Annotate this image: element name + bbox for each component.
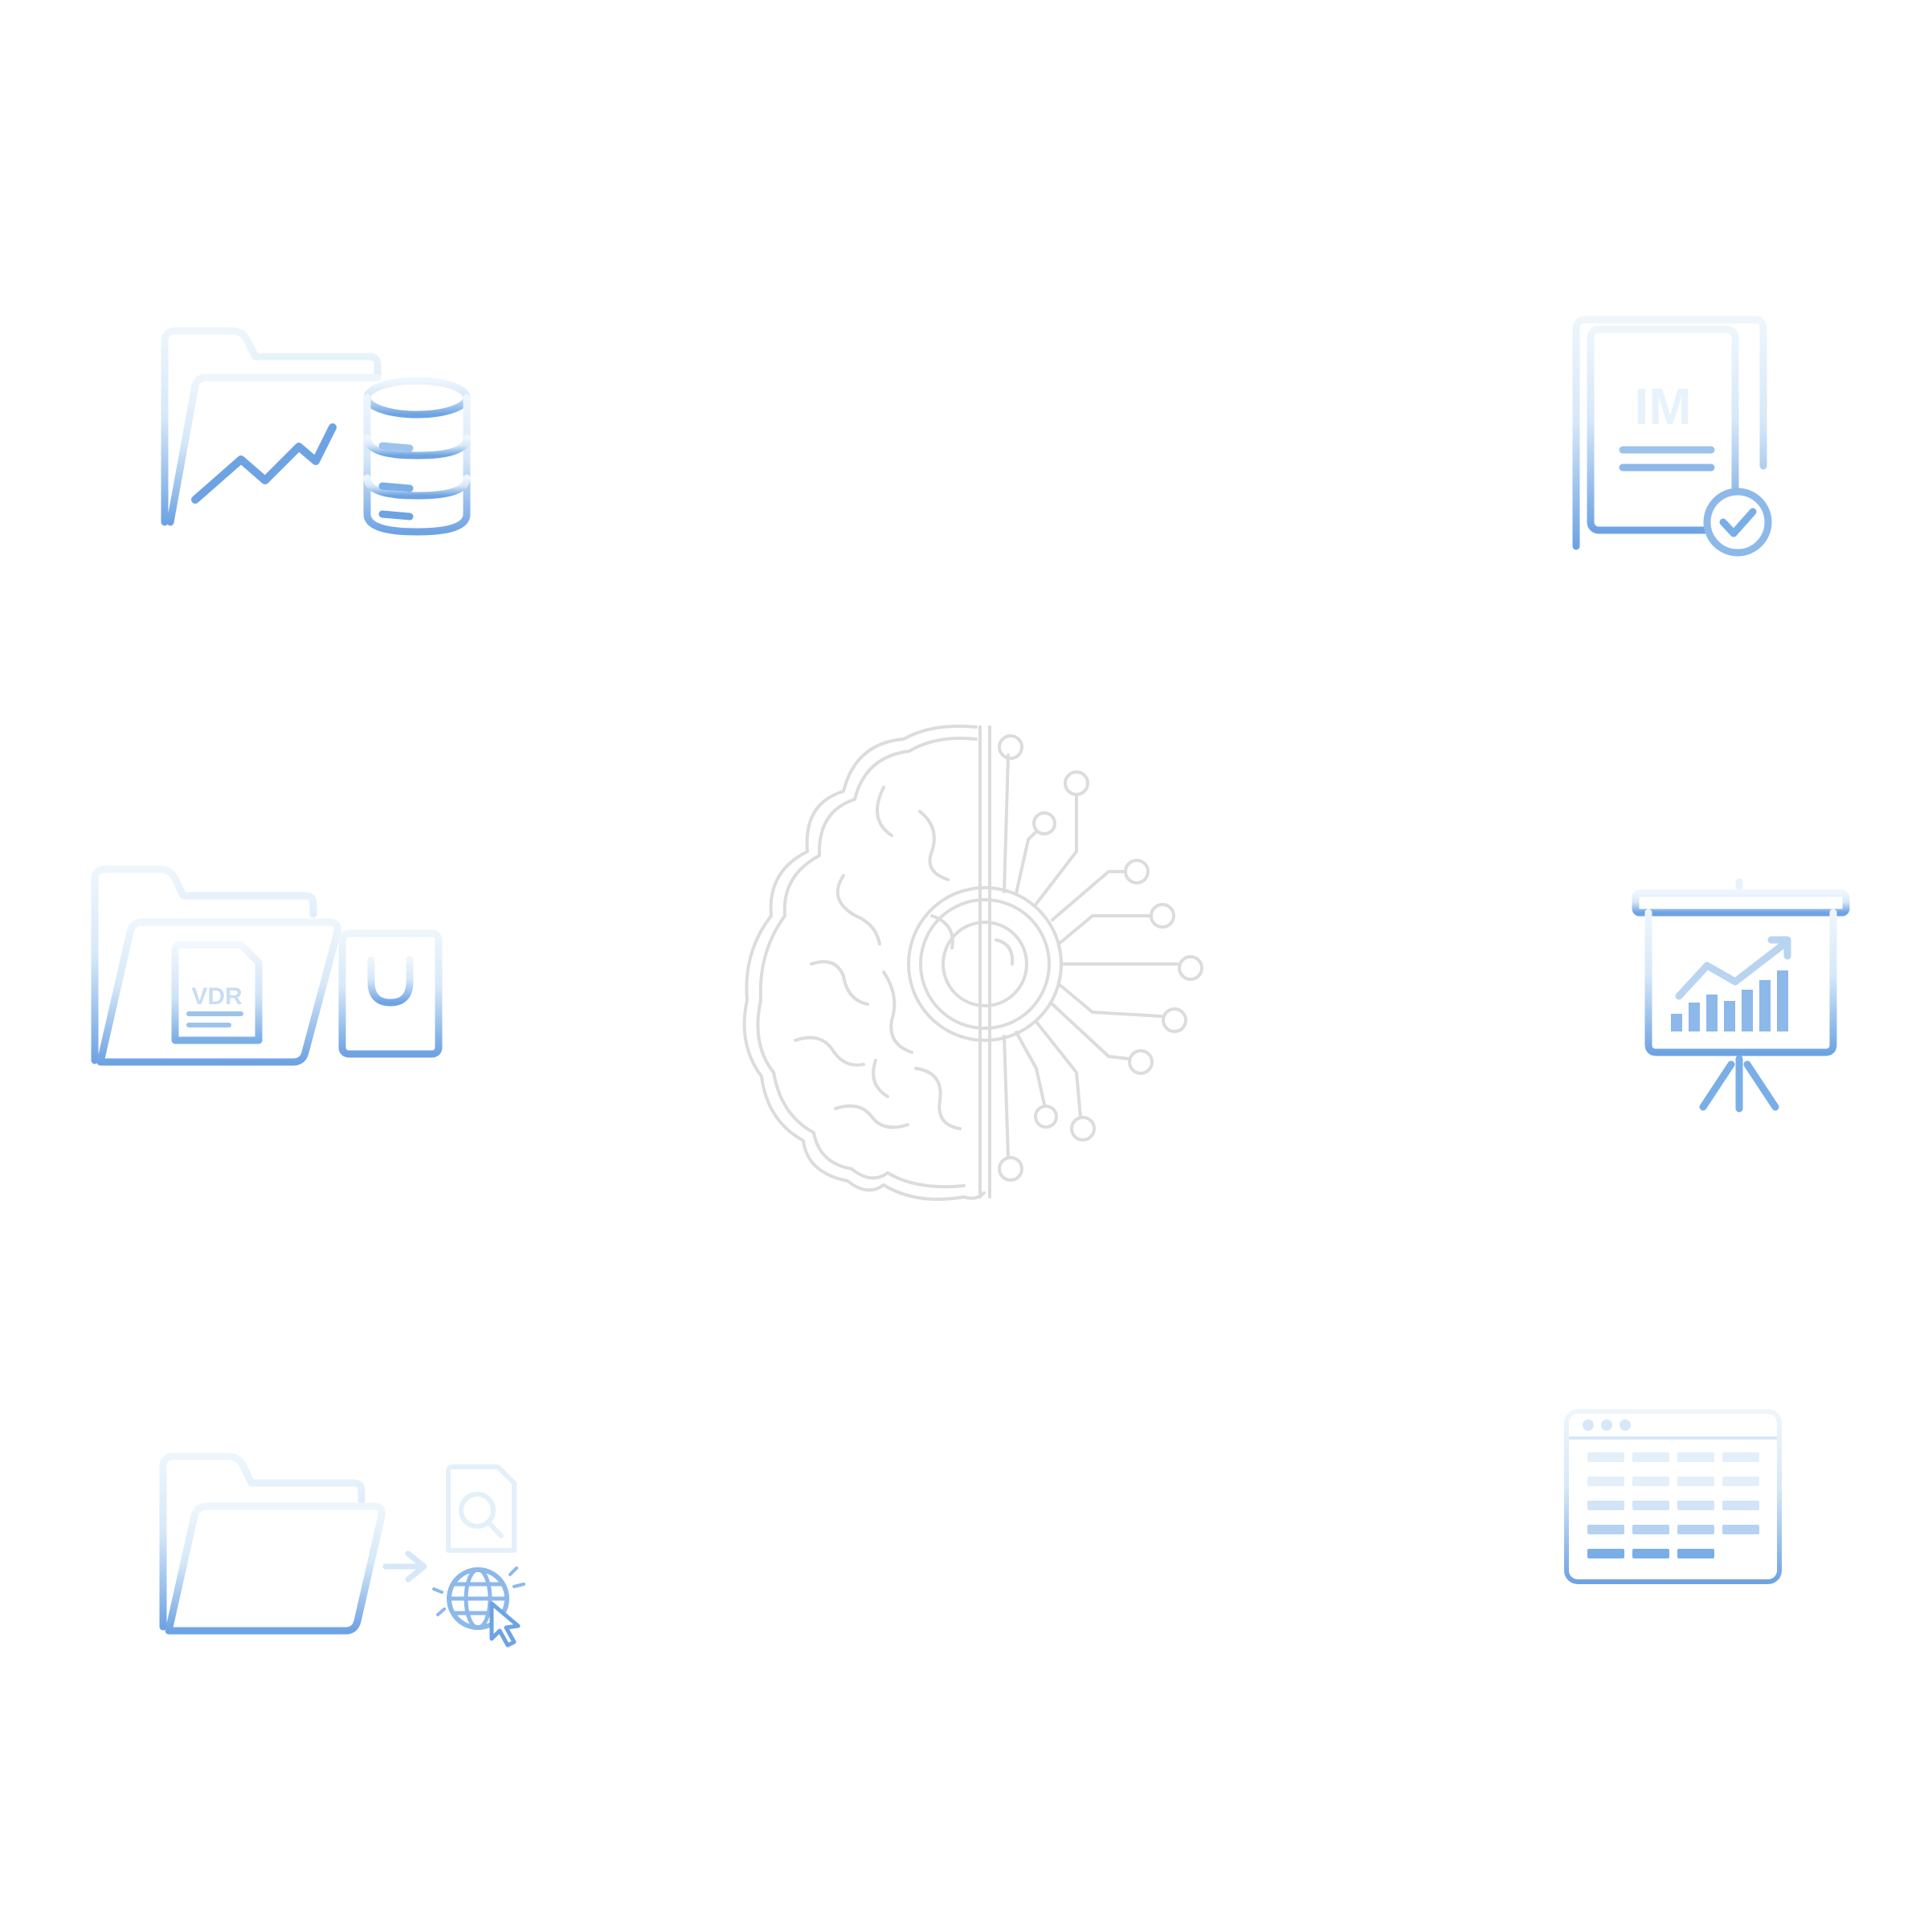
folder-vdr-text: VDR xyxy=(191,983,243,1010)
folder-chart-database-icon xyxy=(161,327,471,536)
brain-circuit-icon xyxy=(742,725,1203,1201)
folder-vdr-plug-icon xyxy=(91,865,443,1066)
presentation-board-chart-icon xyxy=(1632,878,1850,1113)
document-im-check-icon xyxy=(1572,316,1772,557)
document-im-text: IM xyxy=(1634,378,1691,435)
presentation-bars xyxy=(1671,970,1788,1031)
spreadsheet-window-icon xyxy=(1564,1409,1782,1584)
folder-search-web-icon xyxy=(159,1452,525,1648)
